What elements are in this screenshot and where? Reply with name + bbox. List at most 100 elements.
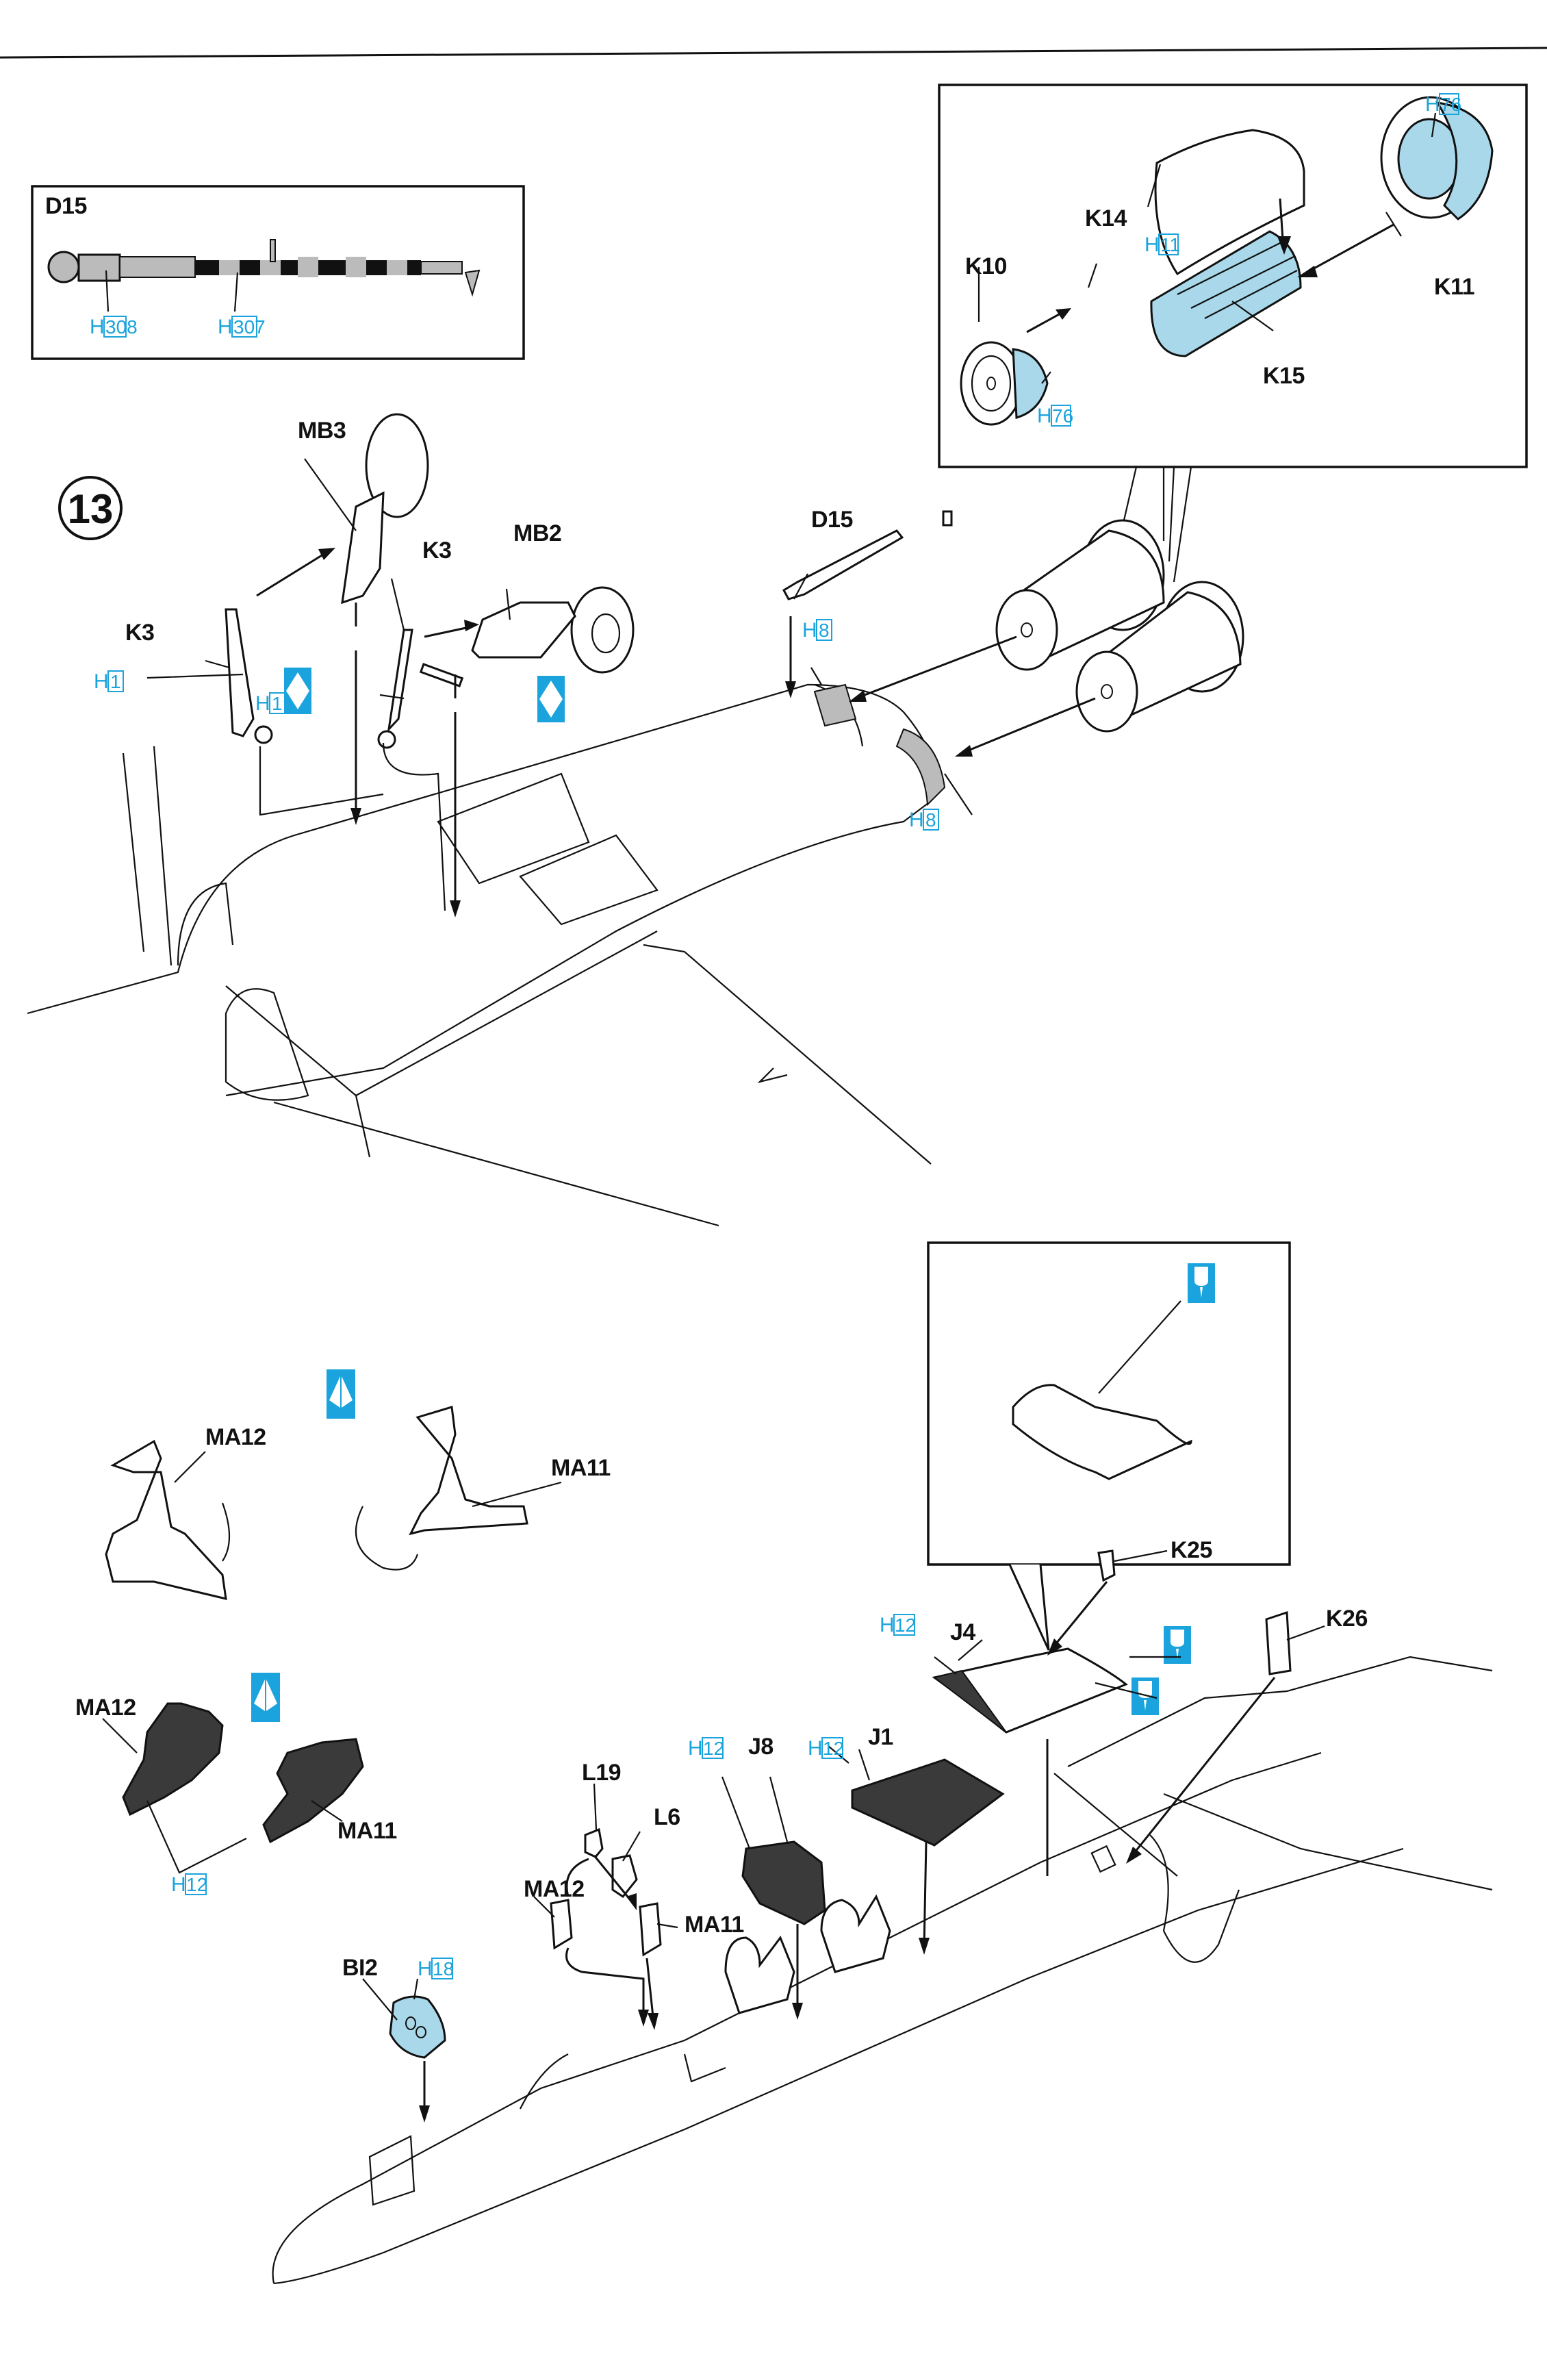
k14-shell: [1154, 129, 1305, 276]
l19-part: [584, 1827, 604, 1858]
mb2-gear-leg: [419, 586, 635, 698]
svg-text:H: H: [94, 670, 109, 693]
ma12-label-dark: MA12: [75, 1695, 136, 1721]
paint-ref-h76-top: H 76: [1425, 93, 1461, 116]
svg-text:H: H: [1037, 405, 1052, 427]
k11-label: K11: [1434, 274, 1474, 300]
k15-label: K15: [1263, 363, 1305, 389]
k3-label-right: K3: [422, 537, 451, 564]
paint-ref-h11: H 11: [1145, 233, 1180, 256]
mb3-gear-leg: [341, 413, 429, 626]
paint-ref-h8-bottom: H 8: [909, 809, 939, 831]
j1-label: J1: [868, 1724, 893, 1750]
svg-text:H: H: [418, 1958, 433, 1980]
l19-label: L19: [582, 1760, 621, 1786]
svg-text:H: H: [880, 1614, 895, 1636]
svg-text:H: H: [1145, 233, 1160, 256]
d15-detail-box: D15 H 308 H 307: [31, 185, 525, 360]
ma11-label-light: MA11: [551, 1455, 611, 1481]
fold-symbol-upper: [327, 1369, 355, 1419]
paint-ref-h307: H 307: [218, 316, 266, 338]
svg-text:H: H: [808, 1737, 823, 1760]
d15-label: D15: [811, 507, 853, 533]
k3-strut-left: [225, 608, 273, 744]
svg-text:307: 307: [233, 316, 266, 338]
k26-part: [1265, 1610, 1292, 1675]
paint-ref-h1-right: H 1: [255, 692, 285, 715]
k3-label-left: K3: [125, 620, 154, 646]
svg-text:H: H: [688, 1737, 703, 1760]
l6-label: L6: [654, 1804, 680, 1830]
svg-text:12: 12: [823, 1738, 844, 1759]
svg-text:H: H: [802, 619, 817, 642]
svg-text:H: H: [218, 316, 233, 338]
k25-label: K25: [1171, 1537, 1212, 1563]
ma12-label-cockpit: MA12: [524, 1876, 585, 1902]
svg-text:18: 18: [433, 1958, 454, 1979]
svg-text:12: 12: [703, 1738, 724, 1759]
drill-hole-symbol-box: [1188, 1263, 1215, 1303]
k3-strut-right: [377, 629, 413, 749]
engine-cans: [995, 519, 1244, 733]
d15-detail-title: D15: [45, 193, 87, 219]
crew-figures: [724, 1894, 891, 2014]
paint-ref-h12-j1: H 12: [808, 1737, 844, 1760]
rear-fuselage-drawing: [27, 683, 946, 1227]
j4-label: J4: [950, 1619, 975, 1645]
k26-label: K26: [1326, 1606, 1368, 1632]
paint-ref-h18-bi2: H 18: [418, 1958, 454, 1980]
svg-text:H: H: [90, 316, 105, 338]
k14-label: K14: [1085, 205, 1127, 231]
svg-text:11: 11: [1160, 234, 1180, 255]
d15-tow-bar-drawing: [47, 239, 481, 312]
step-number-badge: 13: [58, 476, 123, 540]
l6-part: [611, 1854, 638, 1899]
symmetric-symbol-right: [537, 676, 565, 722]
paint-ref-h8-top: H 8: [802, 619, 832, 642]
ma12-seat-light: [105, 1439, 231, 1600]
bi2-label: BI2: [342, 1955, 377, 1981]
ma11-seat-dark: [262, 1738, 364, 1844]
ma11-seat-light: [355, 1406, 528, 1571]
engine-detail-box: K14 K10 K11 K15 H 76 H 11 H 76: [938, 84, 1528, 583]
svg-text:76: 76: [1440, 94, 1461, 115]
k10-label: K10: [965, 253, 1007, 279]
svg-text:8: 8: [819, 620, 830, 641]
canopy-sill-part: [1012, 1384, 1192, 1480]
svg-text:8: 8: [925, 809, 936, 831]
drill-hole-symbol-2: [1132, 1678, 1159, 1715]
bi2-instrument-panel: [389, 1995, 446, 2059]
d15-tow-bar: [782, 510, 953, 600]
j4-part: [932, 1647, 1128, 1734]
j1-part: [851, 1758, 1005, 1847]
paint-ref-h1-left: H 1: [94, 670, 124, 693]
svg-text:H: H: [255, 692, 270, 715]
mb3-label: MB3: [298, 418, 346, 444]
svg-text:H: H: [171, 1873, 186, 1896]
svg-text:13: 13: [68, 486, 114, 532]
paint-ref-h12-j4: H 12: [880, 1614, 916, 1636]
svg-text:12: 12: [186, 1874, 207, 1895]
k25-part: [1097, 1549, 1116, 1582]
svg-text:H: H: [909, 809, 924, 831]
ma11-label-dark: MA11: [337, 1818, 397, 1844]
ma11-label-cockpit: MA11: [685, 1912, 744, 1938]
ma12-cockpit-part: [550, 1899, 573, 1950]
top-rule: [0, 47, 1547, 59]
svg-text:1: 1: [110, 671, 121, 692]
svg-text:308: 308: [105, 316, 138, 338]
paint-ref-h76-bottom: H 76: [1037, 405, 1073, 427]
drill-hole-symbol-1: [1164, 1626, 1191, 1664]
symmetric-symbol-left: [284, 668, 311, 714]
paint-ref-h12-seats: H 12: [171, 1873, 207, 1896]
svg-text:H: H: [1425, 93, 1440, 116]
ma11-cockpit-part: [639, 1902, 662, 1957]
j8-part: [741, 1840, 826, 1925]
cockpit-arrows: [362, 1549, 1325, 2123]
paint-ref-h308: H 308: [90, 316, 138, 338]
canopy-detail-box: [927, 1241, 1291, 1651]
svg-text:12: 12: [895, 1615, 916, 1636]
svg-text:76: 76: [1052, 405, 1073, 427]
j8-label: J8: [748, 1734, 774, 1760]
